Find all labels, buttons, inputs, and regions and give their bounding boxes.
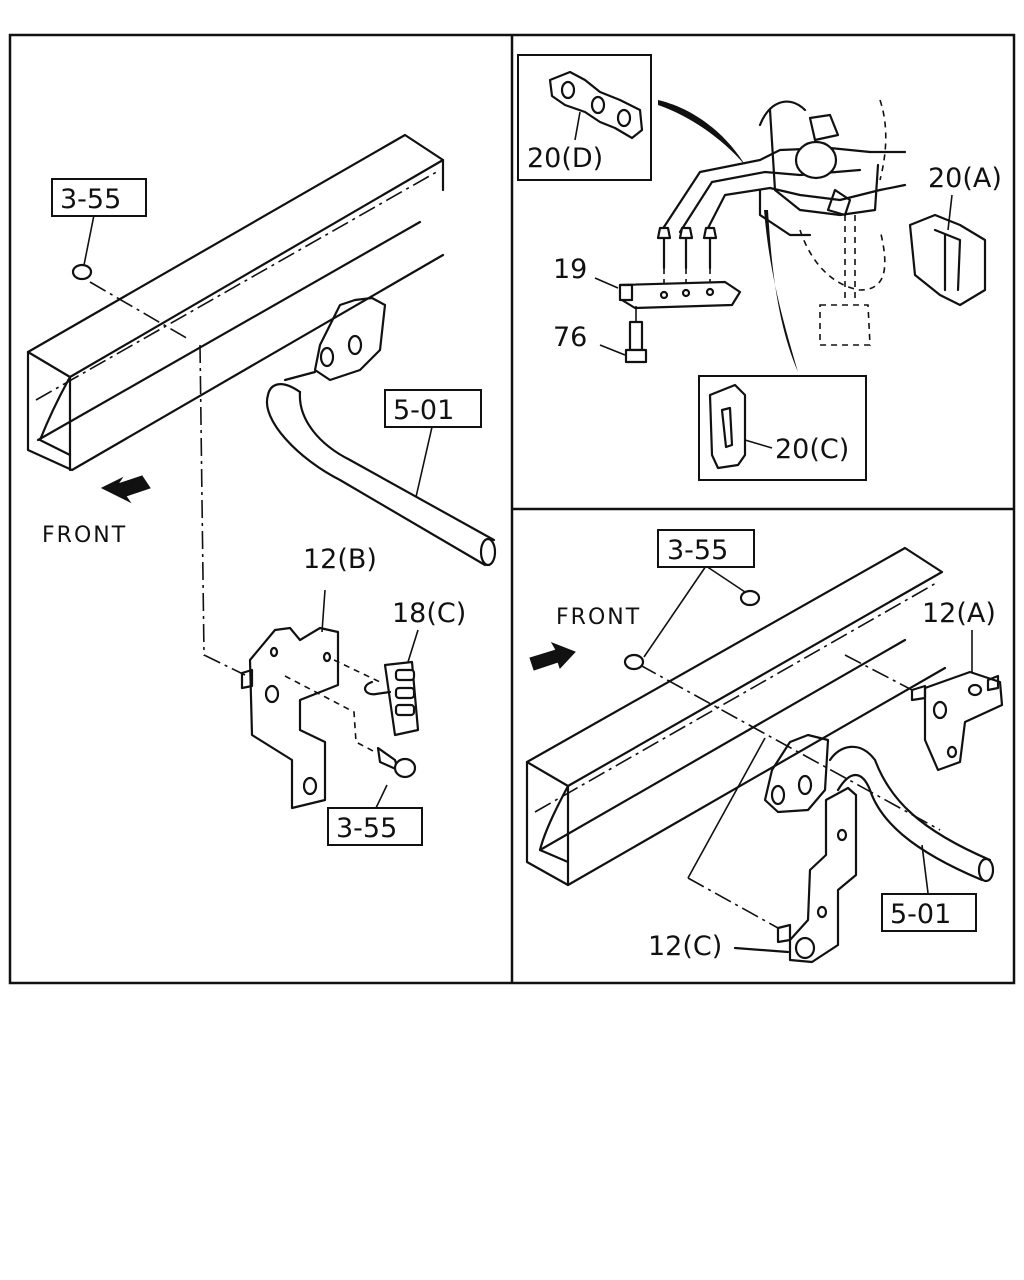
- inset-20d: [517, 54, 652, 181]
- label-18c: 18(C): [392, 598, 466, 629]
- bracket-12b: [240, 589, 340, 810]
- label-5-01-left: 5-01: [393, 395, 454, 426]
- pipe-fittings: [656, 226, 718, 292]
- ref-box-5-01-right: [881, 893, 977, 932]
- label-3-55-bottom-left: 3-55: [336, 813, 397, 844]
- top-right-panel: 20(D) 20(A) 19 76 20(C): [517, 54, 1002, 481]
- label-20d: 20(D): [527, 143, 603, 174]
- bracket-12a: [844, 630, 1004, 772]
- left-panel: 3-55 5-01 FRONT 12(B) 18(C) 3-55: [26, 133, 497, 846]
- label-5-01-right: 5-01: [890, 899, 951, 930]
- bracket-12c: [687, 737, 858, 964]
- front-arrow-right-icon: [529, 642, 576, 671]
- front-arrow-left-icon: [100, 475, 151, 504]
- label-20a: 20(A): [928, 163, 1002, 194]
- label-12c: 12(C): [648, 931, 722, 962]
- diagram-frame: [8, 33, 1016, 985]
- bolt-76: [599, 306, 648, 364]
- label-12b: 12(B): [303, 544, 377, 575]
- bottom-right-panel: 3-55 FRONT 12(A) 5-01 12(C): [525, 529, 1004, 964]
- inset-20c: [698, 375, 867, 481]
- ref-box-3-55-top-left: [51, 178, 147, 217]
- pipe-assembly: [660, 99, 907, 346]
- ref-box-3-55-bottom-left: [327, 807, 423, 846]
- label-3-55-top-left: 3-55: [60, 184, 121, 215]
- bolt-bottom-left: [284, 659, 417, 811]
- nut-top-left: [71, 214, 95, 281]
- nuts-right: [623, 565, 761, 671]
- label-front-left: FRONT: [42, 523, 127, 548]
- frame-rail-left: [26, 133, 445, 472]
- ref-box-3-55-right: [657, 529, 755, 568]
- clip-20a: [908, 194, 987, 307]
- label-3-55-right: 3-55: [667, 535, 728, 566]
- ref-box-5-01-left: [384, 389, 482, 428]
- frame-rail-right: [525, 546, 947, 887]
- label-20c: 20(C): [775, 434, 849, 465]
- hanger-and-bar-left: [265, 296, 497, 567]
- callout-curve-20d: [658, 100, 745, 165]
- label-19: 19: [553, 254, 587, 285]
- label-front-right: FRONT: [556, 605, 641, 630]
- callout-curve-20c: [764, 210, 798, 372]
- hanger-and-bar-right: [763, 733, 995, 894]
- clip-18c: [364, 629, 420, 737]
- bracket-19: [594, 277, 742, 310]
- assembly-lines-left: [89, 281, 246, 676]
- label-76: 76: [553, 322, 587, 353]
- label-12a: 12(A): [922, 598, 996, 629]
